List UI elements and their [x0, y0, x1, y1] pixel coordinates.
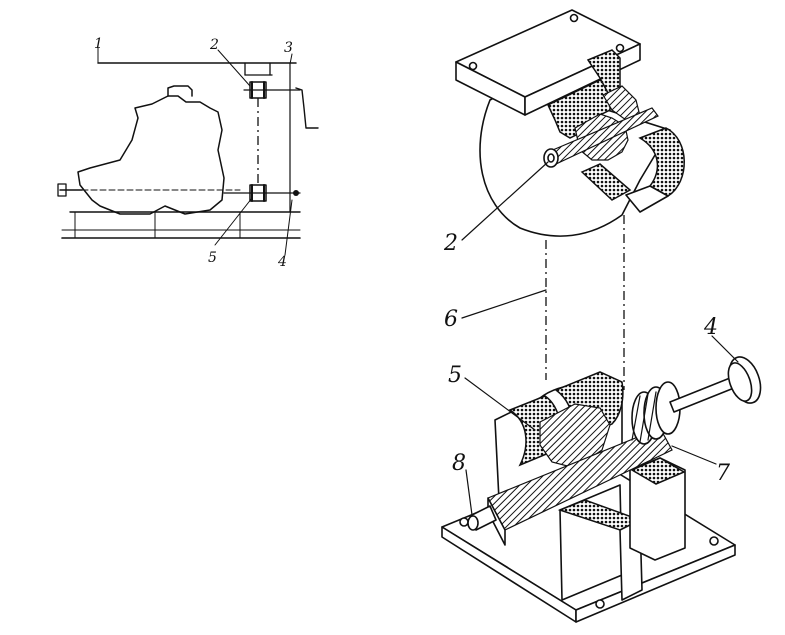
coupling-spring-7 — [631, 381, 681, 445]
inset-base-frame — [61, 211, 301, 239]
inset-label-5: 5 — [208, 250, 217, 266]
inset-label-4: 4 — [277, 254, 287, 270]
label-6: 6 — [444, 307, 458, 332]
inset-schematic: 1 2 3 5 4 — [57, 36, 319, 270]
lower-gear-section — [539, 403, 611, 469]
label-4: 4 — [703, 315, 718, 340]
handwheel-rod — [669, 377, 735, 413]
inset-engine-body — [77, 95, 225, 215]
label-2: 2 — [443, 231, 458, 256]
inset-label-1: 1 — [94, 36, 103, 52]
label-5: 5 — [448, 363, 462, 388]
connecting-shaft — [545, 215, 625, 390]
inset-label-2: 2 — [209, 37, 219, 53]
label-7: 7 — [716, 461, 730, 486]
main-assembly: 2 6 5 4 7 8 — [441, 9, 762, 623]
shaft-end-8 — [467, 515, 479, 531]
label-8: 8 — [452, 451, 466, 476]
upper-gear-unit — [455, 9, 685, 237]
inset-label-3: 3 — [284, 40, 293, 56]
